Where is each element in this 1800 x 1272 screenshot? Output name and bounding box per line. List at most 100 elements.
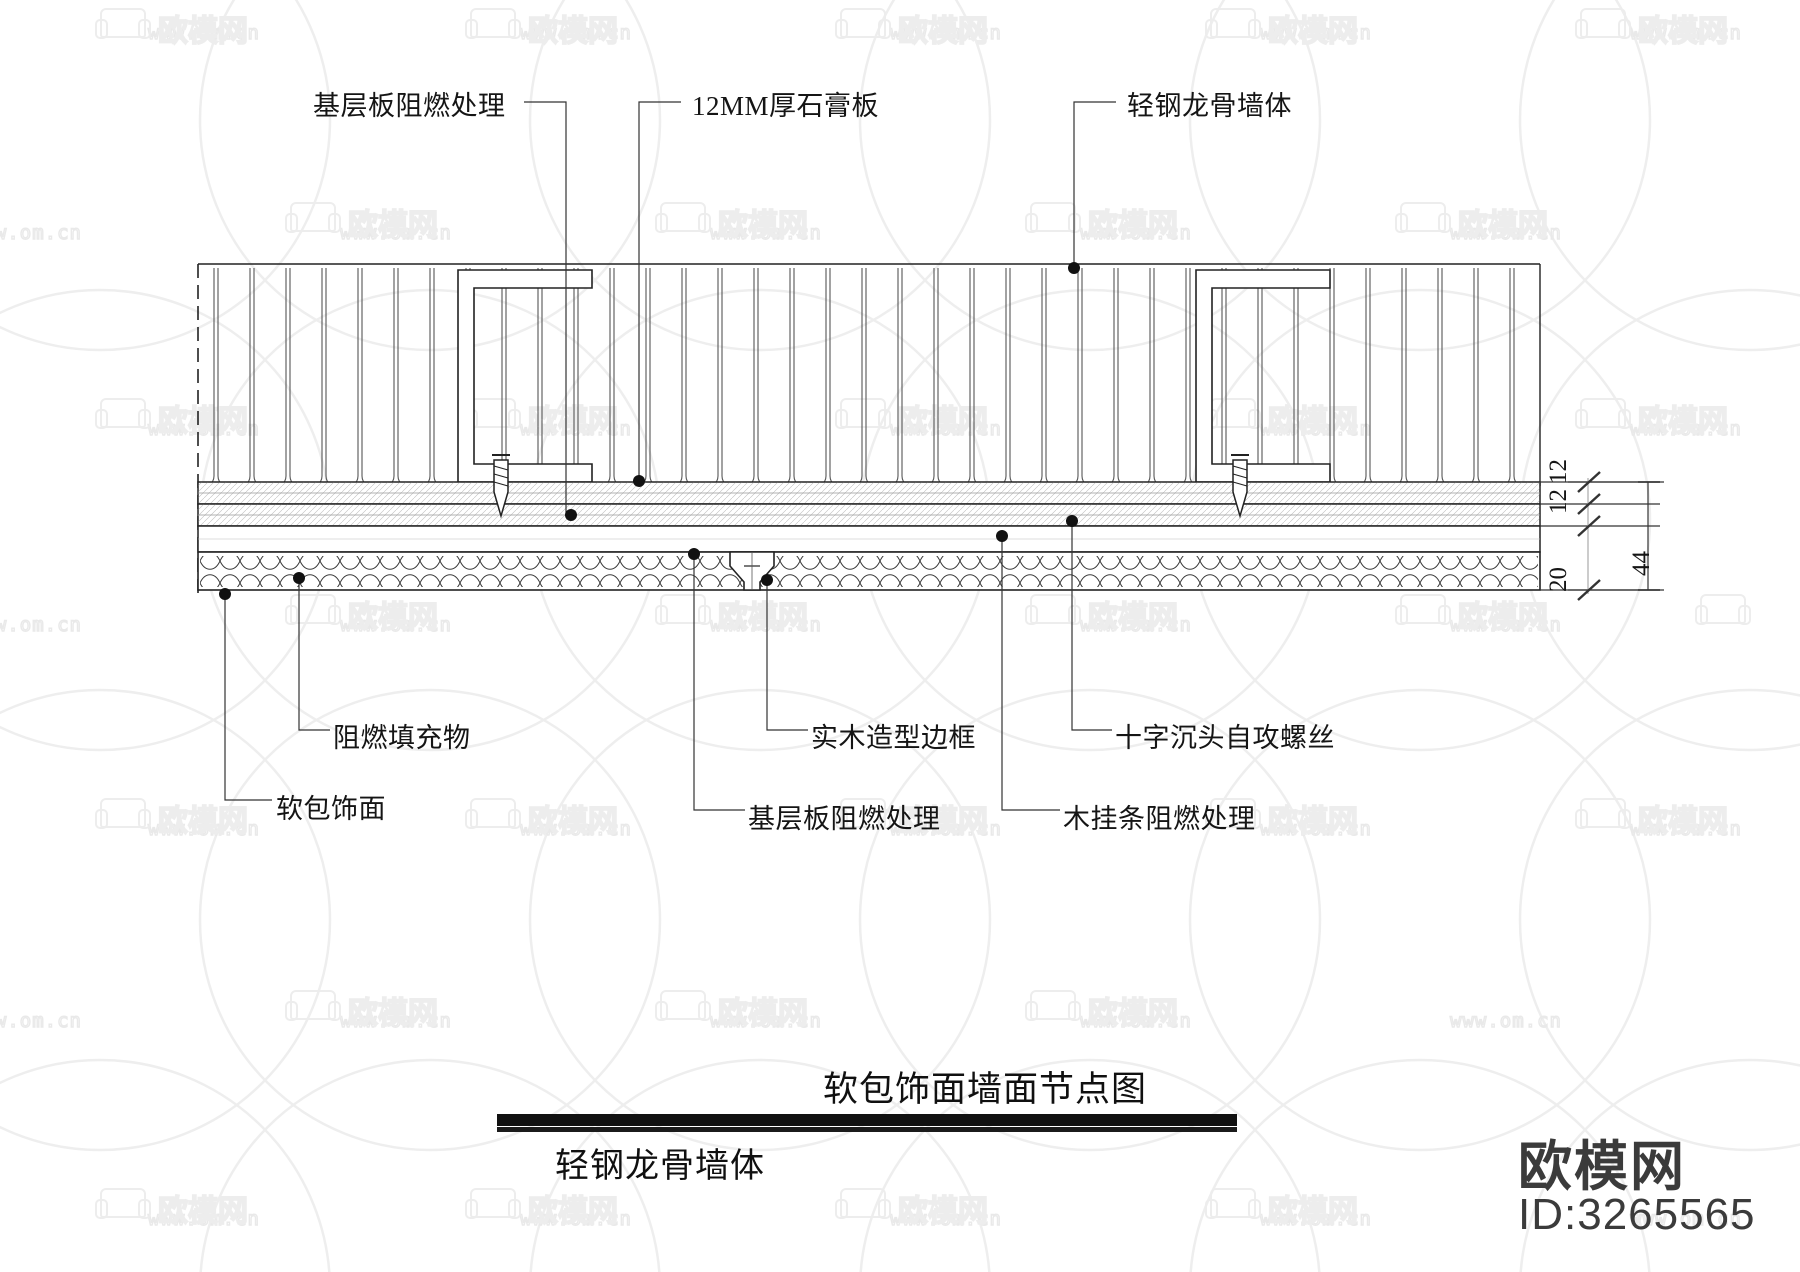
dimension-lines (1540, 471, 1664, 601)
callout-leaders-bottom (224, 521, 1112, 811)
watermark-logo: 欧模网 (1087, 600, 1179, 635)
watermark-url: www.om.cn (519, 1207, 632, 1230)
watermark-url: www.om.cn (1629, 817, 1742, 840)
watermark-url: www.om.cn (147, 1207, 260, 1230)
self-tapping-screw-left (492, 454, 510, 519)
dimension-value-mid: 12 (1545, 489, 1572, 514)
sofa-icon (835, 1188, 891, 1219)
sofa-icon (655, 594, 711, 625)
sofa-icon (1695, 594, 1751, 625)
watermark-logo: 欧模网 (347, 996, 439, 1031)
watermark-url: www.om.cn (1449, 613, 1562, 636)
callout-label-flame-retardant-filler: 阻燃填充物 (333, 723, 471, 753)
dimension-value-top: 12 (1545, 459, 1572, 484)
sofa-icon (1395, 202, 1451, 233)
callout-label-base-board-flame-retardant-2: 基层板阻燃处理 (748, 804, 941, 834)
callout-label-base-board-flame-retardant: 基层板阻燃处理 (313, 91, 506, 121)
self-tapping-screw-right (1231, 454, 1249, 519)
dimension-value-total: 44 (1628, 551, 1655, 576)
sofa-icon (285, 594, 341, 625)
sofa-icon (835, 798, 891, 829)
watermark-logo: 欧模网 (1457, 600, 1549, 635)
watermark-url: www.om.cn (339, 1009, 452, 1032)
drawing-title: 软包饰面墙面节点图 (823, 1070, 1148, 1109)
callout-label-soft-package-finish: 软包饰面 (276, 794, 386, 824)
sofa-icon (1205, 798, 1261, 829)
watermark-logo: 欧模网 (1087, 996, 1179, 1031)
watermark-logo: 欧模网 (1637, 804, 1729, 839)
sofa-icon (835, 8, 891, 39)
callout-leaders-top (524, 101, 1116, 515)
watermark-url: www.om.cn (1629, 417, 1742, 440)
watermark-url: www.om.cn (889, 21, 1002, 44)
watermark-url: www.om.cn (1259, 817, 1372, 840)
callout-label-solid-wood-frame: 实木造型边框 (811, 723, 976, 753)
watermark-url: www.om.cn (889, 817, 1002, 840)
watermark-url: www.om.cn (1629, 21, 1742, 44)
solid-wood-frame-profile (729, 551, 775, 591)
watermark-url: www.om.cn (1629, 1207, 1742, 1230)
callout-label-light-steel-keel-wall: 轻钢龙骨墙体 (1127, 91, 1292, 121)
watermark-logo: 欧模网 (157, 1194, 249, 1229)
callout-dots-top (565, 262, 1080, 521)
callout-label-cross-countersunk-self-tapping-screw: 十字沉头自攻螺丝 (1115, 723, 1335, 753)
watermark-logo: 欧模网 (1267, 1194, 1359, 1229)
watermark-url: www.om.cn (147, 817, 260, 840)
watermark-url: www.om.cn (1079, 1009, 1192, 1032)
sofa-icon (465, 8, 521, 39)
drawing-subtitle: 轻钢龙骨墙体 (555, 1148, 765, 1185)
brand-logo-text: 欧模网 (1518, 1137, 1686, 1197)
sofa-icon (1205, 1188, 1261, 1219)
watermark-url: www.om.cn (1449, 1009, 1562, 1032)
sofa-icon (95, 798, 151, 829)
sofa-icon (95, 8, 151, 39)
sofa-icon (1025, 594, 1081, 625)
watermark-logo: 欧模网 (1637, 404, 1729, 439)
watermark-logo: 欧模网 (897, 804, 989, 839)
watermark-url: www.om.cn (519, 21, 632, 44)
title-rule-thick (497, 1114, 1237, 1126)
callout-label-wood-hanging-strip-flame-retardant: 木挂条阻燃处理 (1063, 804, 1256, 834)
sofa-icon (285, 990, 341, 1021)
sofa-icon (655, 990, 711, 1021)
watermark-url: www.om.cn (709, 1009, 822, 1032)
watermark-url: www.om.cn (0, 613, 82, 636)
sofa-icon (1575, 398, 1631, 429)
watermark-logo: 欧模网 (527, 804, 619, 839)
sofa-icon (465, 798, 521, 829)
gypsum-board-layer (197, 481, 1541, 505)
watermark-url: www.om.cn (1259, 21, 1372, 44)
watermark-url: www.om.cn (147, 21, 260, 44)
dimension-value-bottom: 20 (1545, 567, 1572, 592)
watermark-logo: 欧模网 (897, 14, 989, 49)
watermark-url: www.om.cn (1079, 613, 1192, 636)
watermark-logo: 欧模网 (717, 208, 809, 243)
sofa-icon (465, 1188, 521, 1219)
callout-label-gypsum-board-12mm: 12MM厚石膏板 (692, 91, 880, 121)
sofa-icon (95, 1188, 151, 1219)
sofa-icon (1395, 594, 1451, 625)
sofa-icon (1575, 798, 1631, 829)
watermark-url: www.om.cn (889, 1207, 1002, 1230)
sofa-icon (1025, 990, 1081, 1021)
watermark-url: www.om.cn (1449, 221, 1562, 244)
watermark-url: www.om.cn (1259, 1207, 1372, 1230)
insulation-cavity (198, 268, 1538, 482)
watermark-logo: 欧模网 (347, 600, 439, 635)
watermark-logo: 欧模网 (1637, 14, 1729, 49)
watermark-url: www.om.cn (0, 221, 82, 244)
watermark-logo: 欧模网 (157, 14, 249, 49)
watermark-logo: 欧模网 (527, 14, 619, 49)
watermark-logo: 欧模网 (897, 1194, 989, 1229)
sofa-icon (655, 202, 711, 233)
watermark-logo: 欧模网 (157, 804, 249, 839)
watermark-url: www.om.cn (1079, 221, 1192, 244)
watermark-logo: 欧模网 (527, 1194, 619, 1229)
watermark-logo: 欧模网 (1267, 14, 1359, 49)
sofa-icon (285, 202, 341, 233)
title-rule-thin (497, 1127, 1237, 1132)
soft-package-finish-layer (197, 551, 1541, 591)
watermark-logo: 欧模网 (1267, 804, 1359, 839)
